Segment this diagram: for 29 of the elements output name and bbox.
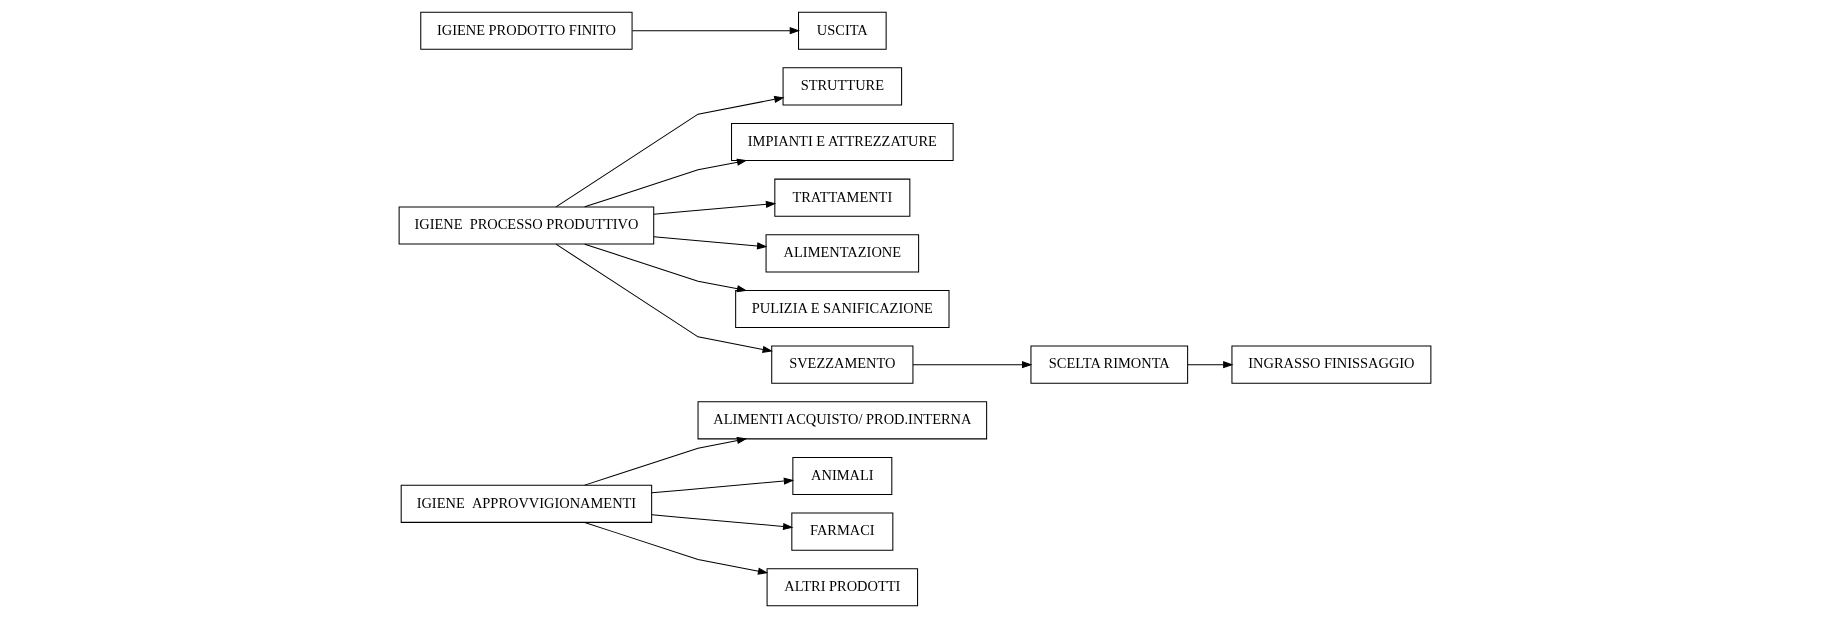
arrow: [911, 361, 1032, 369]
node-box: FARMACI: [790, 512, 893, 551]
arrow: [583, 437, 747, 486]
arrow: [583, 521, 768, 575]
node-box: USCITA: [797, 11, 887, 50]
node-box: IGIENE PRODOTTO FINITO: [419, 11, 633, 50]
node-box: ALTRI PRODOTTI: [766, 568, 918, 607]
node-box: ANIMALI: [791, 456, 892, 496]
node-box: IMPIANTI E ATTREZZATURE: [730, 122, 954, 162]
arrow: [650, 514, 793, 531]
arrow: [555, 243, 773, 353]
node-box: ALIMENTAZIONE: [765, 234, 919, 273]
node-box: ALIMENTI ACQUISTO/ PROD.INTERNA: [697, 401, 987, 440]
node-box: PULIZIA E SANIFICAZIONE: [734, 289, 950, 329]
arrow: [583, 243, 747, 293]
arrow: [650, 477, 794, 494]
node-box: STRUTTURE: [782, 67, 902, 106]
node-box: SCELTA RIMONTA: [1029, 345, 1188, 384]
arrow: [1186, 361, 1233, 369]
arrow: [631, 27, 800, 35]
arrow: [652, 236, 767, 250]
node-box: SVEZZAMENTO: [770, 345, 913, 384]
arrow: [555, 95, 785, 208]
arrow: [652, 200, 776, 215]
node-box: TRATTAMENTI: [773, 178, 910, 217]
node-box: IGIENE PROCESSO PRODUTTIVO: [398, 206, 654, 245]
arrow: [583, 158, 747, 208]
node-box: INGRASSO FINISSAGGIO: [1230, 345, 1431, 384]
node-box: IGIENE APPROVVIGIONAMENTI: [400, 484, 652, 523]
